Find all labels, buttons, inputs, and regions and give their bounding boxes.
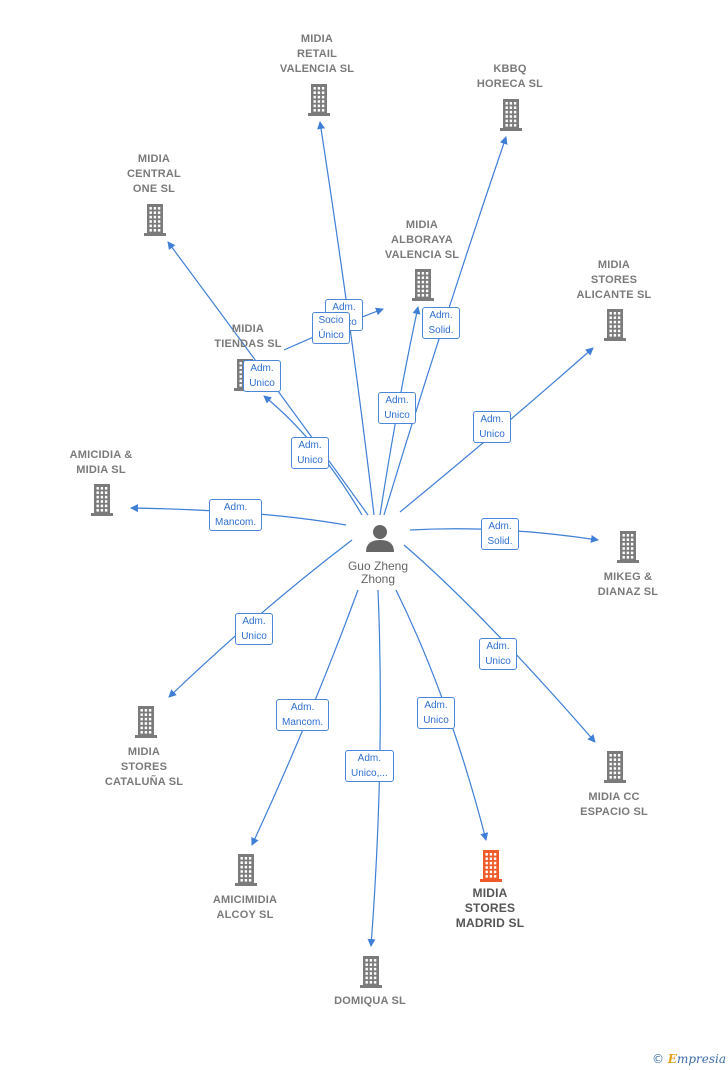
relation-badge-cataluna[interactable]: Adm. Unico bbox=[235, 613, 273, 645]
brand-logo: © Empresia bbox=[652, 1052, 726, 1066]
building-icon-domiqua[interactable] bbox=[360, 956, 382, 988]
node-label-amicidia-midia[interactable]: AMICIDIA & MIDIA SL bbox=[69, 449, 133, 476]
relation-badge-mikeg[interactable]: Adm. Solid. bbox=[481, 518, 519, 550]
node-label-stores-madrid[interactable]: MIDIA STORES MADRID SL bbox=[455, 886, 525, 930]
relation-badge-alcoy[interactable]: Adm. Mancom. bbox=[276, 699, 330, 731]
node-label-retail-valencia[interactable]: MIDIA RETAIL VALENCIA SL bbox=[279, 33, 355, 75]
building-icon-stores-cataluna[interactable] bbox=[135, 706, 157, 738]
relation-badge-central[interactable]: Adm. Unico bbox=[291, 437, 329, 469]
building-icon-retail-valencia[interactable] bbox=[308, 84, 330, 116]
building-icon-stores-alicante[interactable] bbox=[604, 309, 626, 341]
building-icon-alboraya-valencia[interactable] bbox=[412, 269, 434, 301]
building-icon-amicimidia-alcoy[interactable] bbox=[235, 854, 257, 886]
relation-badge-kbbq[interactable]: Adm. Solid. bbox=[422, 307, 460, 339]
node-label-central-one[interactable]: MIDIA CENTRAL ONE SL bbox=[127, 153, 181, 195]
relation-badge-tiendas-adm[interactable]: Adm. Unico bbox=[243, 360, 281, 392]
relation-badge-espacio[interactable]: Adm. Unico bbox=[479, 638, 517, 670]
building-icon-cc-espacio[interactable] bbox=[604, 751, 626, 783]
relation-badge-alboraya[interactable]: Adm. Unico bbox=[378, 392, 416, 424]
node-label-tiendas[interactable]: MIDIA TIENDAS SL bbox=[214, 323, 282, 350]
relation-badge-amicidia[interactable]: Adm. Mancom. bbox=[209, 499, 263, 531]
node-label-amicimidia-alcoy[interactable]: AMICIMIDIA ALCOY SL bbox=[212, 894, 278, 921]
person-label[interactable]: Guo Zheng Zhong bbox=[347, 559, 409, 586]
building-icon-kbbq-horeca[interactable] bbox=[500, 99, 522, 131]
relation-badge-tiendas-socio[interactable]: Socio Único bbox=[312, 312, 350, 344]
node-label-cc-espacio[interactable]: MIDIA CC ESPACIO SL bbox=[580, 791, 648, 818]
building-icon-central-one[interactable] bbox=[144, 204, 166, 236]
relation-badge-madrid[interactable]: Adm. Unico bbox=[417, 697, 455, 729]
relation-badge-alicante[interactable]: Adm. Unico bbox=[473, 411, 511, 443]
brand-name: mpresia bbox=[676, 1052, 726, 1066]
node-label-stores-cataluna[interactable]: MIDIA STORES CATALUÑA SL bbox=[104, 746, 184, 788]
node-label-stores-alicante[interactable]: MIDIA STORES ALICANTE SL bbox=[576, 259, 652, 301]
node-label-mikeg-dianaz[interactable]: MIKEG & DIANAZ SL bbox=[597, 571, 659, 598]
edge-espacio bbox=[403, 544, 596, 743]
building-icon-stores-madrid[interactable] bbox=[480, 850, 502, 882]
copyright-icon: © bbox=[651, 1052, 664, 1066]
brand-initial: E bbox=[667, 1052, 677, 1066]
relation-badge-domiqua[interactable]: Adm. Unico,... bbox=[345, 750, 394, 782]
node-label-kbbq-horeca[interactable]: KBBQ HORECA SL bbox=[476, 63, 544, 90]
building-icon-amicidia-midia[interactable] bbox=[91, 484, 113, 516]
node-label-domiqua[interactable]: DOMIQUA SL bbox=[334, 995, 406, 1007]
person-icon[interactable] bbox=[366, 525, 394, 552]
building-icon-mikeg-dianaz[interactable] bbox=[617, 531, 639, 563]
edge-central bbox=[167, 241, 369, 516]
node-label-alboraya-valencia[interactable]: MIDIA ALBORAYA VALENCIA SL bbox=[384, 219, 460, 261]
